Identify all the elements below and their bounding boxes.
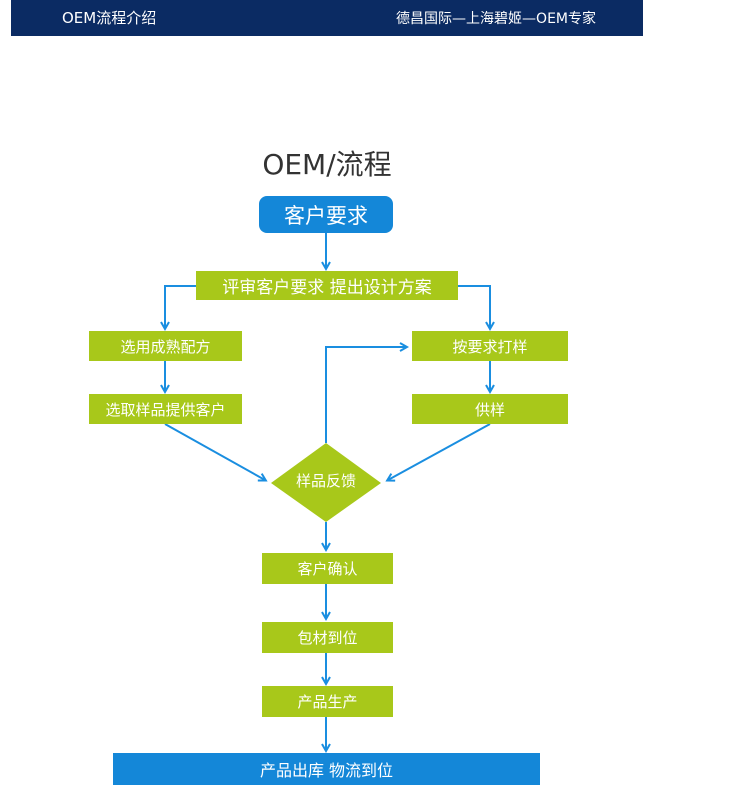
- top-banner: OEM流程介绍 德昌国际—上海碧姬—OEM专家: [11, 0, 643, 36]
- arrow-supply-to-feedback: [388, 423, 491, 480]
- node-supply-sample: 供样: [412, 394, 568, 424]
- feedback-diamond: [271, 443, 381, 522]
- node-customer-confirm: 客户确认: [262, 553, 393, 584]
- diagram-title: OEM/流程: [262, 148, 392, 181]
- node-sample-feedback-label: 样品反馈: [295, 472, 356, 490]
- arrow-pick-to-feedback: [164, 423, 265, 480]
- node-make-sample: 按要求打样: [412, 331, 568, 361]
- node-production: 产品生产: [262, 686, 393, 717]
- arrow-review-to-make-sample: [458, 285, 490, 328]
- arrow-feedback-loop-to-make: [325, 347, 406, 443]
- node-select-formula: 选用成熟配方: [89, 331, 242, 361]
- node-review-requirements: 评审客户要求 提出设计方案: [196, 271, 458, 300]
- arrow-review-to-formula: [165, 285, 196, 328]
- banner-left-title: OEM流程介绍: [62, 9, 157, 27]
- node-customer-request: 客户要求: [259, 196, 393, 233]
- banner-right-title: 德昌国际—上海碧姬—OEM专家: [396, 11, 596, 27]
- node-packaging-ready: 包材到位: [262, 622, 393, 653]
- node-shipping: 产品出库 物流到位: [113, 753, 540, 785]
- node-pick-sample: 选取样品提供客户: [89, 394, 242, 424]
